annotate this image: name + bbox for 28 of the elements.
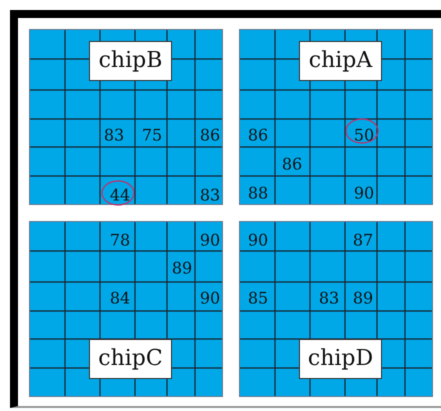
cell-value: 86 <box>248 126 268 144</box>
cell-value: 83 <box>200 186 220 204</box>
cell-value: 86 <box>200 126 220 144</box>
cell-value: 44 <box>110 186 130 204</box>
chip-label: chipC <box>89 339 172 379</box>
cell-value: 83 <box>318 288 340 308</box>
chip-grid <box>239 221 433 397</box>
cell-value: 50 <box>354 126 374 144</box>
cell-value: 89 <box>352 288 374 308</box>
cell-value: 85 <box>248 288 268 308</box>
cell-value: 88 <box>248 184 268 202</box>
cell-value: 90 <box>200 230 220 250</box>
chip-grid <box>239 29 433 205</box>
cell-value: 78 <box>110 230 130 250</box>
cell-value: 83 <box>104 126 124 144</box>
chip-label: chipA <box>299 41 382 81</box>
cell-value: 90 <box>200 288 220 308</box>
cell-value: 90 <box>248 230 268 250</box>
cell-value: 86 <box>282 154 302 174</box>
cell-value: 84 <box>110 288 130 308</box>
chip-label: chipD <box>299 339 382 379</box>
chip-grid <box>29 221 223 397</box>
cell-value: 90 <box>354 184 374 202</box>
chip-label: chipB <box>89 41 172 81</box>
cell-value: 87 <box>352 230 374 250</box>
chip-grid <box>29 29 223 205</box>
cell-value: 75 <box>142 126 162 144</box>
cell-value: 89 <box>172 258 192 278</box>
